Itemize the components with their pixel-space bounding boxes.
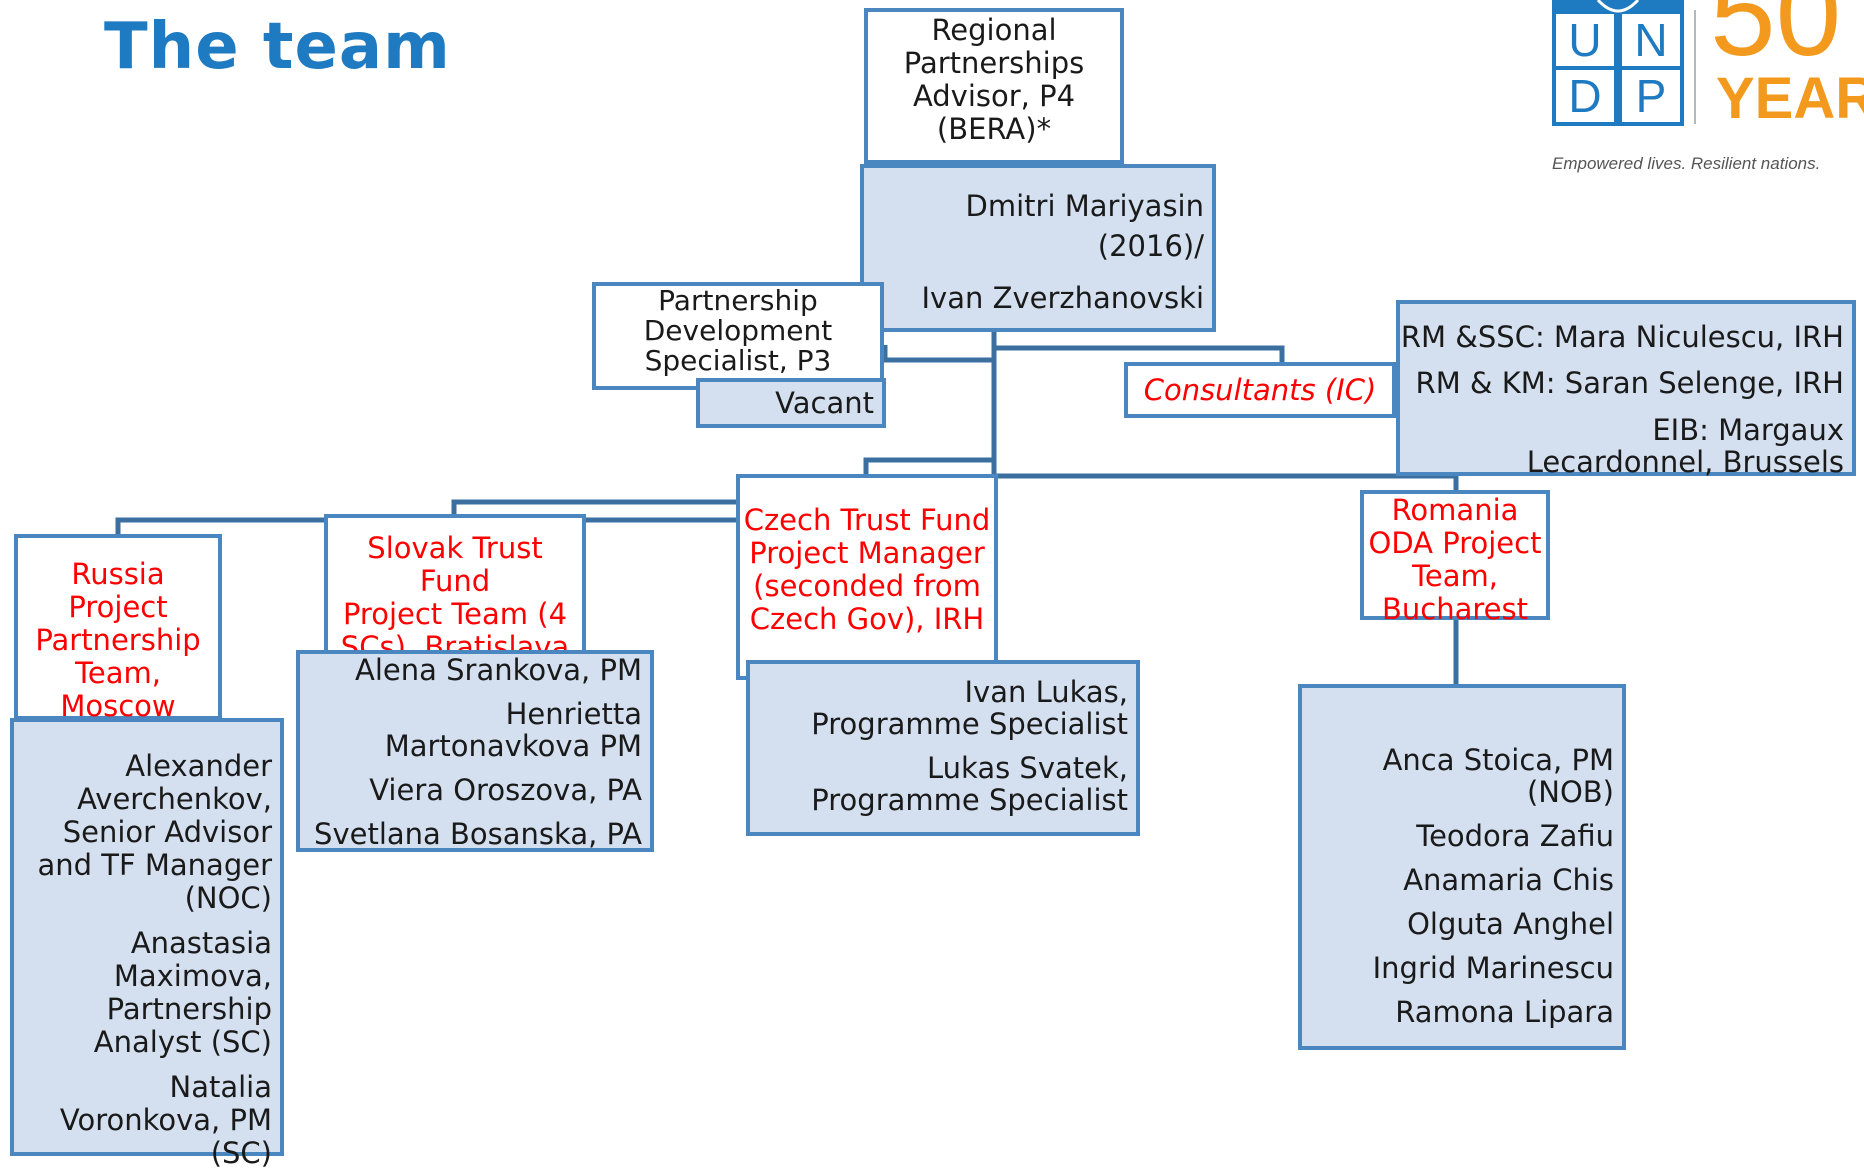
team-member: Henrietta Martonavkova PM (384, 697, 642, 763)
role-line: (BERA)* (936, 112, 1052, 146)
team-header-line: Team, (75, 656, 161, 690)
team-header-line: Moscow (60, 689, 176, 723)
team-member: Anamaria Chis (1403, 863, 1614, 897)
regional-advisor-role-box: Regional Partnerships Advisor, P4 (BERA)… (864, 8, 1124, 164)
undp-letter: D (1556, 70, 1614, 122)
team-header-line: Czech Trust Fund (743, 503, 991, 537)
logo-years: YEARS (1716, 66, 1864, 131)
slovak-team-header-box: Slovak Trust Fund Project Team (4 SCs), … (324, 514, 586, 664)
slovak-team-members-box: Alena Srankova, PM Henrietta Martonavkov… (296, 650, 654, 852)
team-header-line: Project Team (4 (342, 597, 568, 631)
logo-tagline: Empowered lives. Resilient nations. (1552, 154, 1821, 173)
team-header-line: Russia (71, 557, 165, 591)
team-header-line: Team, (1412, 559, 1498, 593)
connector-slovak (451, 499, 740, 516)
team-header-line: ODA Project (1368, 526, 1542, 560)
team-member: Ramona Lipara (1395, 995, 1614, 1029)
page-title: The team (104, 10, 451, 84)
consultant-entry: RM & KM: Saran Selenge, IRH (1415, 366, 1844, 400)
team-member: Ivan Lukas, Programme Specialist (811, 675, 1128, 741)
team-member: Olguta Anghel (1407, 907, 1614, 941)
czech-team-members-box: Ivan Lukas, Programme Specialist Lukas S… (746, 660, 1140, 836)
russia-team-header-box: Russia Project Partnership Team, Moscow (14, 534, 222, 723)
team-member: Alena Srankova, PM (355, 653, 642, 687)
romania-team-members-box: Anca Stoica, PM (NOB) Teodora Zafiu Anam… (1298, 684, 1626, 1050)
team-member: Anca Stoica, PM (NOB) (1382, 743, 1614, 809)
vacant-label: Vacant (775, 386, 874, 420)
person-name: Dmitri Mariyasin (2016)/ (965, 189, 1204, 263)
connector-consultants (994, 345, 1285, 362)
role-line: Specialist, P3 (644, 344, 832, 377)
team-member: Lukas Svatek, Programme Specialist (811, 751, 1128, 817)
role-line: Partnerships (903, 46, 1085, 80)
team-header-line: Romania (1391, 493, 1519, 527)
team-member: Ingrid Marinescu (1372, 951, 1614, 985)
undp-letter: U (1556, 14, 1614, 66)
connector-partnership-dev (882, 345, 994, 363)
consultants-box: Consultants (IC) (1124, 362, 1396, 418)
team-header-line: Czech Gov), IRH (749, 602, 985, 636)
undp-emblem-icon (1596, 0, 1640, 13)
team-member: Alexander Averchenkov, Senior Advisor an… (37, 749, 272, 915)
undp-letter: P (1622, 70, 1680, 122)
team-header-line: Partnership (35, 623, 201, 657)
undp-50-years-logo: U N D P 50 YEARS Empowered lives. Resili… (1548, 0, 1864, 180)
team-header-line: Bucharest (1382, 592, 1528, 626)
consultants-label: Consultants (IC) (1143, 373, 1377, 407)
role-line: Regional (931, 13, 1057, 47)
russia-team-members-box: Alexander Averchenkov, Senior Advisor an… (10, 718, 284, 1170)
logo-divider (1694, 10, 1696, 124)
czech-team-header-box: Czech Trust Fund Project Manager (second… (736, 474, 998, 680)
romania-team-header-box: Romania ODA Project Team, Bucharest (1360, 490, 1550, 626)
logo-50: 50 (1710, 0, 1842, 81)
team-member: Anastasia Maximova, Partnership Analyst … (93, 926, 272, 1059)
undp-letter: N (1622, 14, 1680, 66)
team-header-line: Project (68, 590, 168, 624)
team-member: Natalia Voronkova, PM (SC) (59, 1070, 272, 1170)
consultants-list-box: RM &SSC: Mara Niculescu, IRH RM & KM: Sa… (1396, 300, 1856, 479)
regional-advisor-names-box: Dmitri Mariyasin (2016)/ Ivan Zverzhanov… (860, 164, 1216, 332)
team-header-line: (seconded from (753, 569, 981, 603)
team-header-line: Slovak Trust Fund (367, 531, 543, 598)
team-member: Teodora Zafiu (1416, 819, 1614, 853)
role-line: Advisor, P4 (912, 79, 1076, 113)
connector-bus (863, 457, 997, 476)
partnership-dev-vacant-box: Vacant (696, 378, 886, 428)
role-line: Development (643, 314, 833, 347)
role-line: Partnership (658, 284, 818, 317)
partnership-dev-role-box: Partnership Development Specialist, P3 (592, 282, 884, 390)
team-header-line: Project Manager (749, 536, 985, 570)
consultant-entry: RM &SSC: Mara Niculescu, IRH (1400, 320, 1844, 354)
team-member: Viera Oroszova, PA (369, 773, 642, 807)
team-member: Svetlana Bosanska, PA (314, 817, 642, 851)
person-name: Ivan Zverzhanovski (921, 281, 1205, 315)
connector-romania (994, 473, 1459, 490)
undp-block: U N D P (1552, 0, 1684, 126)
consultant-entry: EIB: Margaux Lecardonnel, Brussels (1526, 413, 1844, 479)
